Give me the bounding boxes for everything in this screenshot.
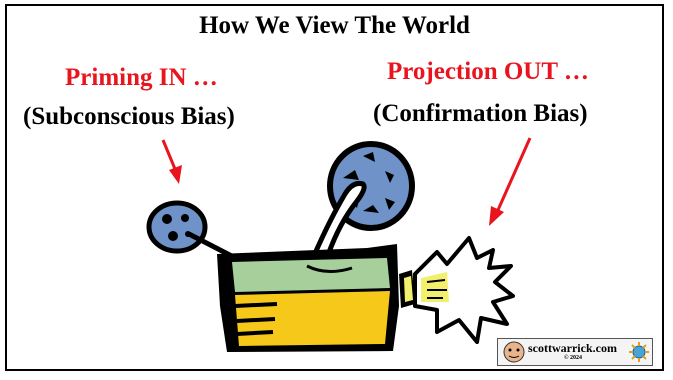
left-arrow-icon <box>161 139 182 184</box>
light-beam-icon <box>413 236 515 344</box>
lens-icon <box>399 270 415 308</box>
face-icon <box>503 341 525 363</box>
subconscious-bias-label: (Subconscious Bias) <box>23 103 235 130</box>
gear-icon <box>629 342 649 362</box>
logo-badge: scottwarrick.com © 2024 <box>497 338 653 366</box>
page-title: How We View The World <box>199 12 470 39</box>
projection-label: Projection OUT … <box>387 58 589 85</box>
small-reel-icon <box>146 200 257 271</box>
logo-text: scottwarrick.com <box>528 341 617 355</box>
logo-year: © 2024 <box>564 355 582 361</box>
projector-body <box>217 244 399 352</box>
slide: How We View The World Priming IN … (Subc… <box>5 4 664 371</box>
film-arm <box>309 181 367 268</box>
right-arrow-icon <box>489 137 532 226</box>
projector-illustration <box>146 137 532 352</box>
priming-label: Priming IN … <box>65 64 218 91</box>
confirmation-bias-label: (Confirmation Bias) <box>373 100 588 127</box>
